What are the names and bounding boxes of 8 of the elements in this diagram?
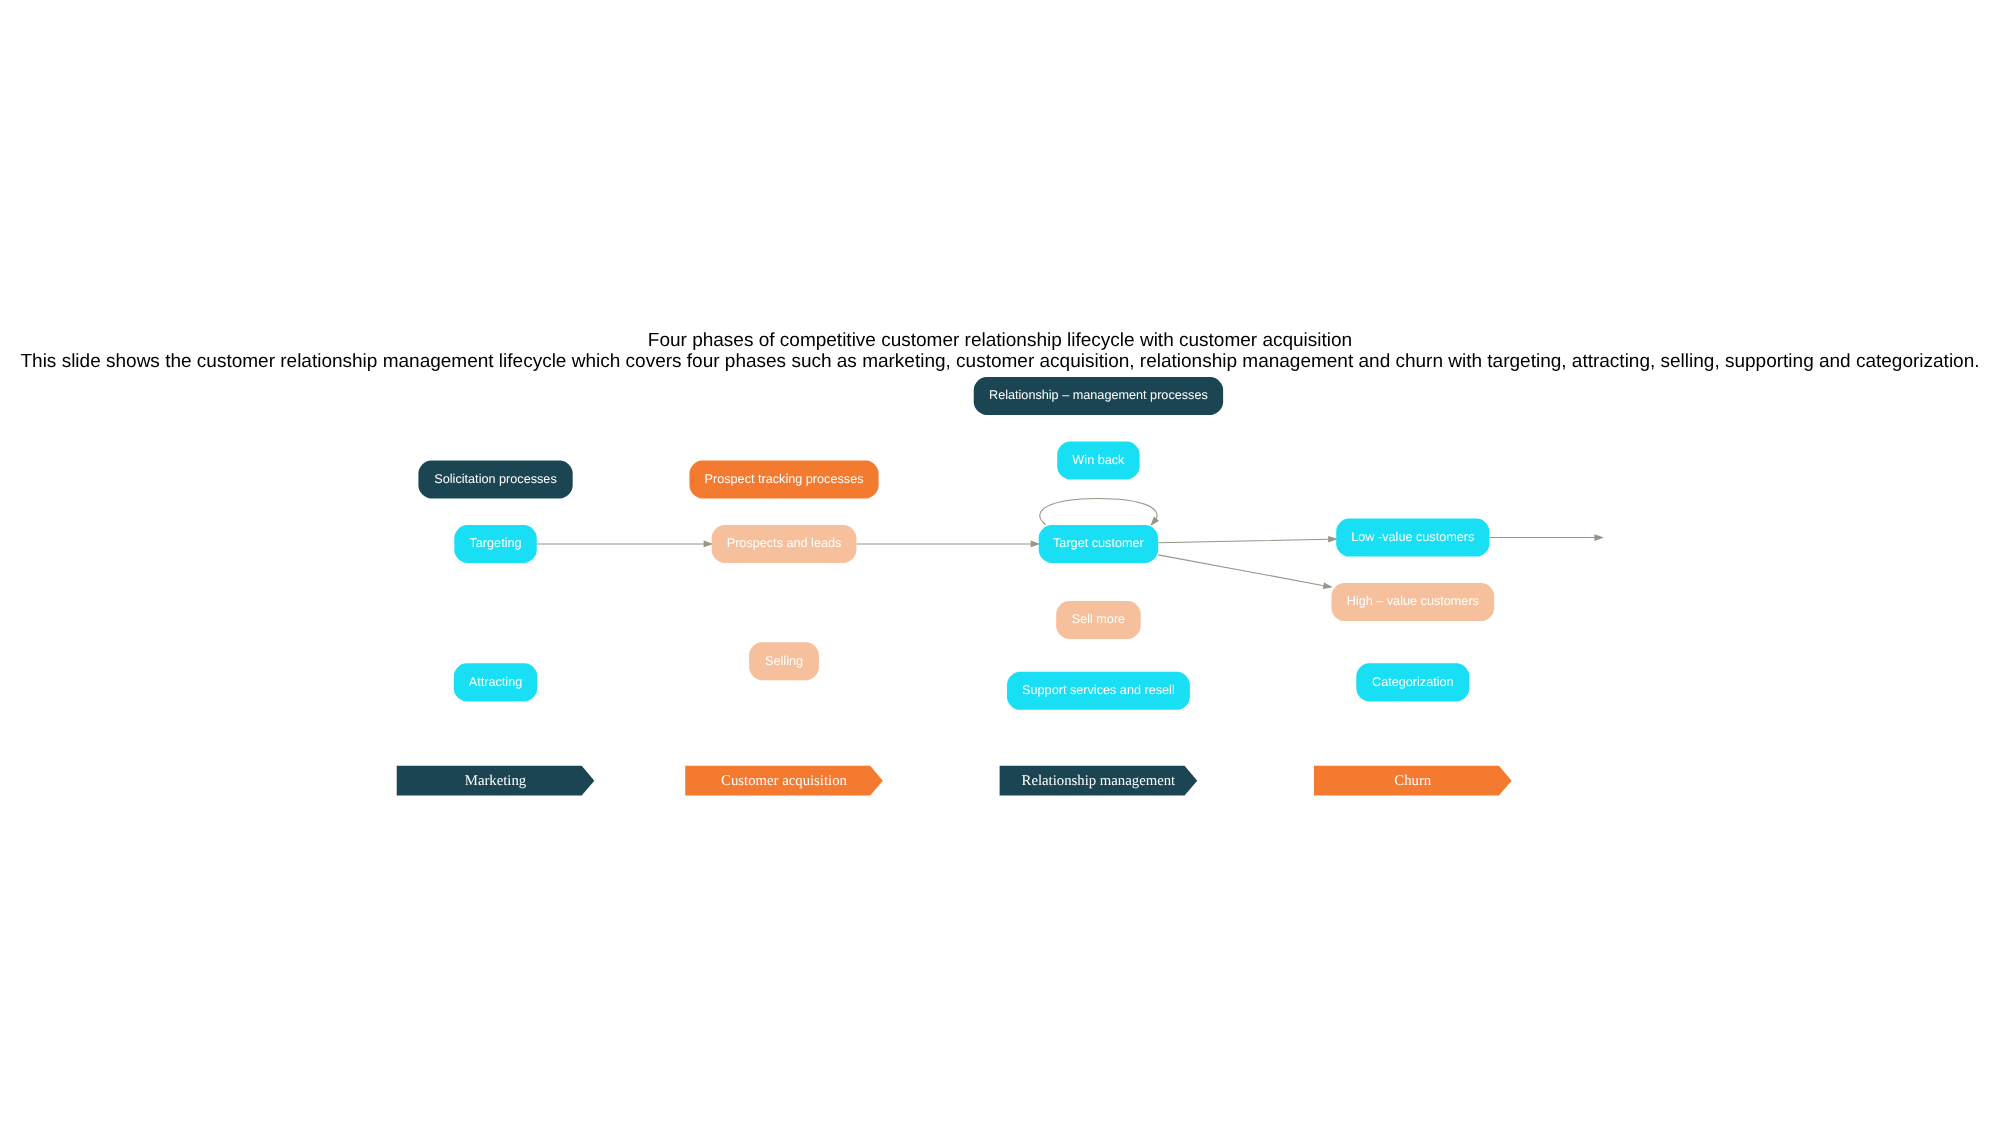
- arrow: [856, 539, 1041, 547]
- arrow: [1157, 553, 1333, 588]
- arrow: [1489, 533, 1604, 540]
- arrow: [1157, 534, 1338, 543]
- arrow: [1039, 496, 1159, 525]
- caption: This slide shows the customer relationship management lifecycle which covers four phases such as marketing, customer acquisition, relationship management and churn with targeting, attracting, selling, supporting and categorization.: [20, 349, 1980, 372]
- arrow: [536, 539, 714, 547]
- diagram-title: Four phases of competitive customer relationship lifecycle with customer acquisition: [647, 328, 1353, 351]
